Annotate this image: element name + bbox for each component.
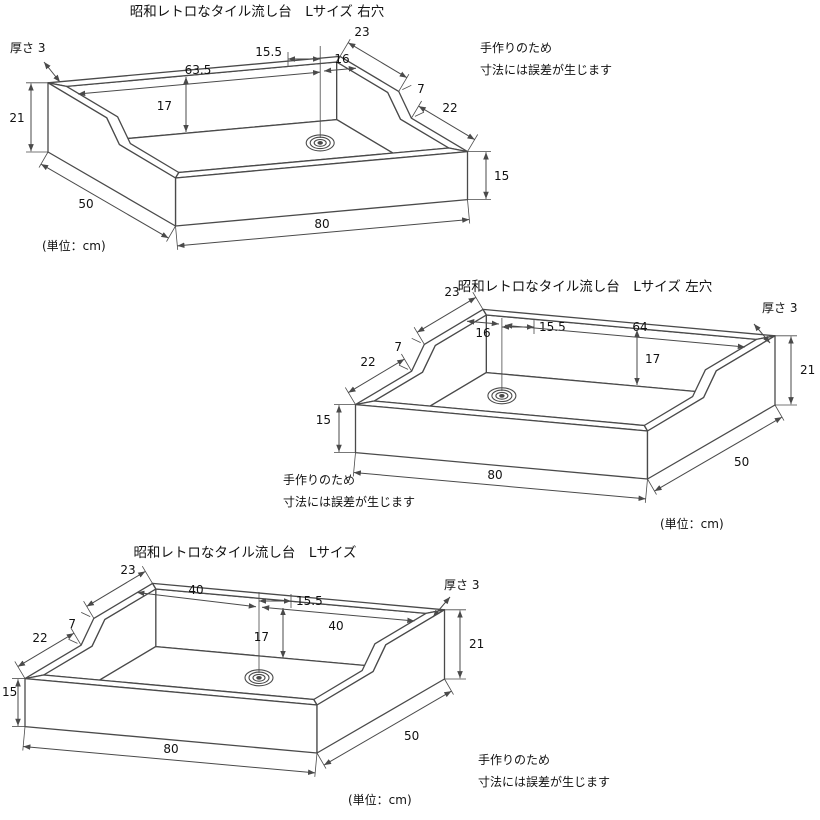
dim-width: 80 bbox=[175, 199, 471, 250]
dim-label-width: 80 bbox=[487, 468, 502, 482]
dim-thickness: 厚さ 3 bbox=[432, 578, 479, 618]
dim-label-hole-left: 16 bbox=[475, 326, 490, 340]
dim-side-front: 22 bbox=[14, 627, 82, 679]
dim-height-front: 15 bbox=[2, 678, 25, 727]
diagram-title: 昭和レトロなタイル流し台 Lサイズ 右穴 bbox=[130, 4, 384, 20]
dim-label-hole-right: 16 bbox=[334, 52, 349, 66]
dim-height-back: 21 bbox=[444, 609, 484, 680]
dim-label-side-front: 22 bbox=[360, 355, 375, 369]
dim-label-hole-offset: 15.5 bbox=[539, 320, 566, 334]
dim-label-side-front: 22 bbox=[442, 101, 457, 115]
dim-label-depth: 50 bbox=[734, 455, 749, 469]
diagram-title: 昭和レトロなタイル流し台 Lサイズ 左穴 bbox=[458, 279, 712, 295]
dim-label-hole-left: 63.5 bbox=[185, 63, 212, 77]
handmade-note-line2: 寸法には誤差が生じます bbox=[478, 774, 610, 789]
dim-label-height-back: 21 bbox=[800, 363, 815, 377]
dim-hole-left: 40 bbox=[137, 583, 257, 609]
unit-note: (単位：cm) bbox=[348, 792, 412, 807]
unit-note: (単位：cm) bbox=[660, 516, 724, 531]
dim-label-side-back: 23 bbox=[444, 285, 459, 299]
dim-label-thickness: 厚さ 3 bbox=[762, 301, 797, 315]
dim-label-hole-left: 40 bbox=[188, 583, 203, 597]
diagram-title: 昭和レトロなタイル流し台 Lサイズ bbox=[133, 545, 356, 561]
dim-height-front: 15 bbox=[467, 151, 509, 201]
handmade-note-line2: 寸法には誤差が生じます bbox=[480, 62, 612, 77]
handmade-note-line1: 手作りのため bbox=[480, 41, 552, 55]
dim-width: 80 bbox=[22, 726, 318, 777]
dim-hole-left: 16 bbox=[466, 319, 500, 340]
dim-width: 80 bbox=[352, 452, 648, 503]
dim-thickness: 厚さ 3 bbox=[753, 301, 797, 344]
dim-label-width: 80 bbox=[163, 742, 178, 756]
dim-label-side-slope: 7 bbox=[417, 82, 425, 96]
dim-label-side-front: 22 bbox=[32, 631, 47, 645]
dim-label-hole-right: 64 bbox=[632, 320, 647, 334]
handmade-note-line1: 手作りのため bbox=[478, 753, 550, 767]
diagram-left-hole: 昭和レトロなタイル流し台 Lサイズ 左穴 厚さ 3 23 7 bbox=[283, 279, 815, 531]
dim-label-depth: 50 bbox=[78, 197, 93, 211]
dim-label-side-slope: 7 bbox=[68, 617, 76, 631]
dim-side-back: 23 bbox=[339, 25, 410, 92]
dim-height-front: 15 bbox=[316, 404, 356, 454]
dim-label-height-front: 15 bbox=[316, 413, 331, 427]
dim-label-hole-right: 40 bbox=[328, 619, 343, 633]
handmade-note-line2: 寸法には誤差が生じます bbox=[283, 494, 415, 509]
dim-label-side-slope: 7 bbox=[394, 340, 402, 354]
dim-label-height-back: 21 bbox=[469, 637, 484, 651]
dim-label-hole-offset: 15.5 bbox=[296, 594, 323, 608]
dim-depth: 50 bbox=[38, 151, 176, 242]
dim-label-width: 80 bbox=[314, 217, 329, 231]
dim-height-back: 21 bbox=[9, 82, 48, 153]
dim-side-back: 23 bbox=[83, 563, 153, 619]
dim-hole-right: 40 bbox=[261, 605, 415, 633]
diagram-right-hole: 昭和レトロなタイル流し台 Lサイズ 右穴 厚さ 3 23 7 bbox=[9, 4, 612, 253]
dim-label-basin-depth: 17 bbox=[254, 630, 269, 644]
dim-label-height-front: 15 bbox=[2, 685, 17, 699]
dim-depth: 50 bbox=[316, 678, 454, 769]
dim-hole-right: 16 bbox=[323, 52, 357, 74]
unit-note: (単位：cm) bbox=[42, 238, 106, 253]
dim-side-front: 22 bbox=[411, 100, 479, 152]
dim-label-thickness: 厚さ 3 bbox=[444, 578, 479, 592]
dim-side-front: 22 bbox=[344, 353, 412, 405]
dim-label-height-front: 15 bbox=[494, 169, 509, 183]
dim-basin-depth: 17 bbox=[254, 608, 286, 658]
dim-label-thickness: 厚さ 3 bbox=[10, 41, 45, 55]
dim-hole-offset: 15.5 bbox=[255, 45, 321, 66]
diagram-center-hole: 昭和レトロなタイル流し台 Lサイズ 厚さ 3 23 7 2 bbox=[2, 545, 610, 807]
dim-label-depth: 50 bbox=[404, 729, 419, 743]
dim-label-basin-depth: 17 bbox=[157, 99, 172, 113]
dim-label-height-back: 21 bbox=[9, 111, 24, 125]
dim-side-back: 23 bbox=[413, 285, 484, 345]
dim-label-side-back: 23 bbox=[354, 25, 369, 39]
dim-label-basin-depth: 17 bbox=[645, 352, 660, 366]
dim-depth: 50 bbox=[647, 404, 785, 495]
dim-hole-left: 63.5 bbox=[77, 63, 321, 97]
dim-basin-depth: 17 bbox=[157, 77, 189, 132]
dim-label-side-back: 23 bbox=[120, 563, 135, 577]
dim-height-back: 21 bbox=[775, 335, 815, 406]
handmade-note-line1: 手作りのため bbox=[283, 473, 355, 487]
dim-thickness: 厚さ 3 bbox=[10, 41, 61, 83]
dim-label-hole-offset: 15.5 bbox=[255, 45, 282, 59]
dim-basin-depth: 17 bbox=[634, 330, 660, 385]
